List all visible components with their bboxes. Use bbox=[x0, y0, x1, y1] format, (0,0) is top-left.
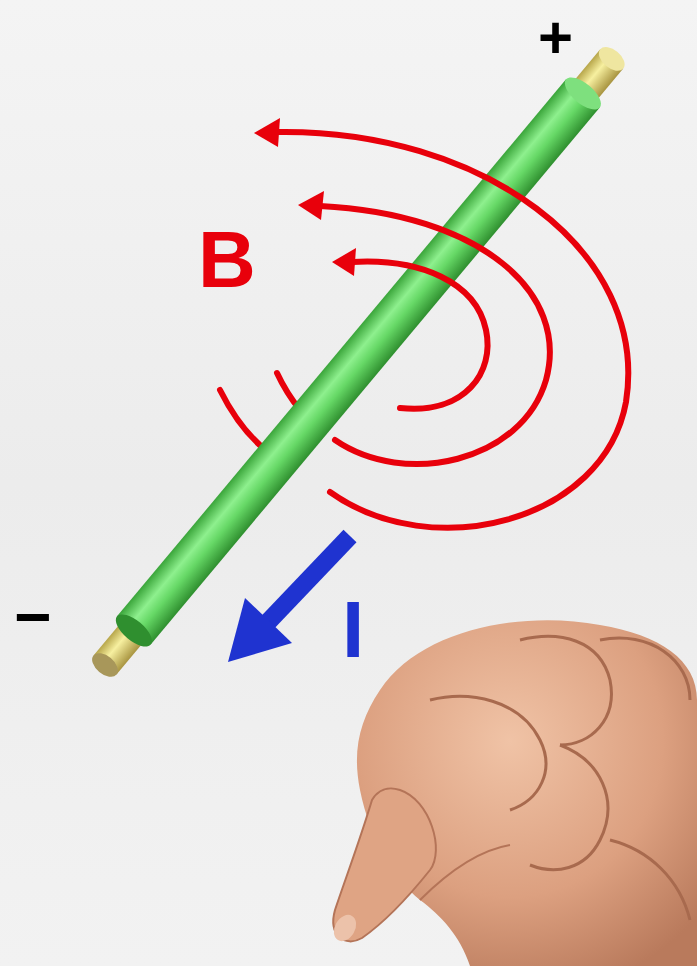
magnetic-field-lines bbox=[275, 132, 628, 528]
current-symbol: I bbox=[342, 590, 364, 670]
polarity-sign: + bbox=[538, 8, 573, 68]
field-arrowheads bbox=[254, 118, 356, 276]
polarity-sign: − bbox=[14, 585, 51, 649]
wire bbox=[82, 38, 634, 686]
current-arrow bbox=[228, 536, 350, 662]
field-symbol: B bbox=[198, 220, 256, 300]
right-hand bbox=[329, 620, 697, 966]
